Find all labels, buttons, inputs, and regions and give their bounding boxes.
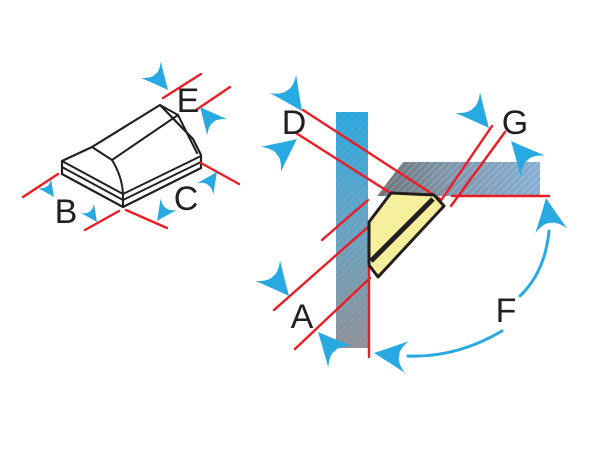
label-c: C — [174, 180, 199, 218]
weld-bead-edges — [61, 104, 202, 208]
weld-fillet — [367, 191, 446, 279]
weld-bead-isometric: B C E — [21, 61, 241, 232]
dimension-line-b1 — [21, 172, 60, 199]
dimension-line-d1 — [301, 108, 442, 201]
label-g: G — [502, 104, 528, 142]
arrow-icon-g-left — [455, 92, 502, 139]
angle-arc-upper — [518, 229, 551, 298]
arrow-icon-c-upper — [197, 166, 226, 195]
label-b: B — [55, 193, 78, 231]
dimension-line-a3 — [293, 276, 372, 351]
fillet-weld-diagram: D A G F — [255, 74, 567, 373]
dimension-line-c1 — [199, 161, 241, 186]
dimension-line-d2 — [294, 131, 394, 196]
weld-fillet-body — [367, 191, 446, 279]
dimension-line-a2 — [272, 225, 370, 312]
dimension-line-c2 — [124, 208, 169, 230]
horizontal-plate — [377, 162, 540, 196]
arrow-icon-f-bottom — [372, 337, 409, 373]
angle-arc-lower — [406, 329, 504, 358]
dimension-line-g2 — [449, 130, 507, 208]
angle-arc-f — [372, 195, 567, 373]
label-f: F — [496, 292, 517, 330]
label-e: E — [177, 82, 200, 120]
dimension-line-b2 — [83, 209, 121, 232]
dimension-line-a1 — [320, 198, 370, 242]
dimension-line-e1 — [161, 72, 203, 100]
dimension-line-e2 — [194, 85, 232, 112]
weld-face-edge — [369, 197, 435, 263]
label-d: D — [282, 104, 307, 142]
dimension-lines-right — [272, 108, 551, 359]
arrow-icon-f-top — [530, 195, 567, 234]
vertical-plate — [336, 112, 368, 348]
dimension-line-g1 — [438, 124, 494, 204]
arrow-icon-b-lower — [80, 203, 104, 227]
label-a: A — [291, 298, 314, 336]
